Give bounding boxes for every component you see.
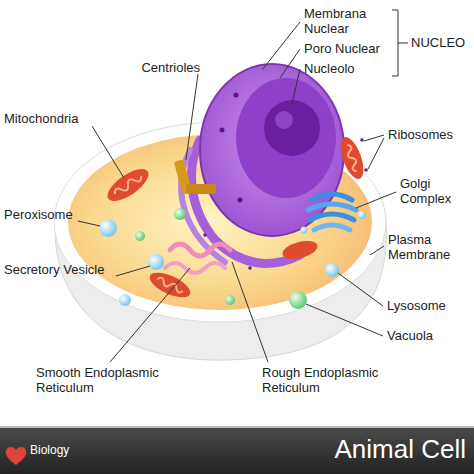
part-label-holder: Nucleolo — [304, 61, 394, 76]
part-label-holder: Membrana Nuclear — [304, 6, 384, 36]
part-label: Mitochondria — [4, 111, 104, 126]
diagram-title-holder: Animal Cell — [230, 434, 466, 465]
part-label: Poro Nuclear — [304, 41, 394, 56]
part-label-holder: Smooth Endoplasmic Reticulum — [36, 365, 206, 395]
part-label-holder: Ribosomes — [388, 127, 472, 142]
part-label-holder: Plasma Membrane — [388, 232, 472, 262]
diagram-title: Animal Cell — [230, 434, 466, 465]
part-label: Smooth Endoplasmic Reticulum — [36, 365, 206, 395]
part-label-holder: Vacuola — [387, 328, 471, 343]
part-label-holder: Centrioles — [110, 60, 200, 75]
part-label: Golgi Complex — [400, 176, 470, 206]
part-label: Vacuola — [387, 328, 471, 343]
part-label: Secretory Vesicle — [4, 262, 124, 277]
group-label: NUCLEO — [411, 35, 473, 50]
part-label: Plasma Membrane — [388, 232, 472, 262]
leader-lines — [78, 10, 408, 362]
part-label: Peroxisome — [4, 207, 94, 222]
part-label-holder: Lysosome — [387, 298, 471, 313]
part-label: Membrana Nuclear — [304, 6, 384, 36]
part-label-holder: Rough Endoplasmic Reticulum — [262, 365, 432, 395]
part-label: Centrioles — [110, 60, 200, 75]
part-label-holder: Mitochondria — [4, 111, 104, 126]
part-label: Ribosomes — [388, 127, 472, 142]
part-label: Rough Endoplasmic Reticulum — [262, 365, 432, 395]
part-label: Nucleolo — [304, 61, 394, 76]
part-label-holder: Secretory Vesicle — [4, 262, 124, 277]
subject-label-holder: Biology — [30, 443, 110, 457]
part-label-holder: Poro Nuclear — [304, 41, 394, 56]
part-label: Lysosome — [387, 298, 471, 313]
subject-label: Biology — [30, 443, 110, 457]
part-label-holder: Peroxisome — [4, 207, 94, 222]
part-label-holder: Golgi Complex — [400, 176, 470, 206]
group-label-holder: NUCLEO — [411, 35, 473, 50]
